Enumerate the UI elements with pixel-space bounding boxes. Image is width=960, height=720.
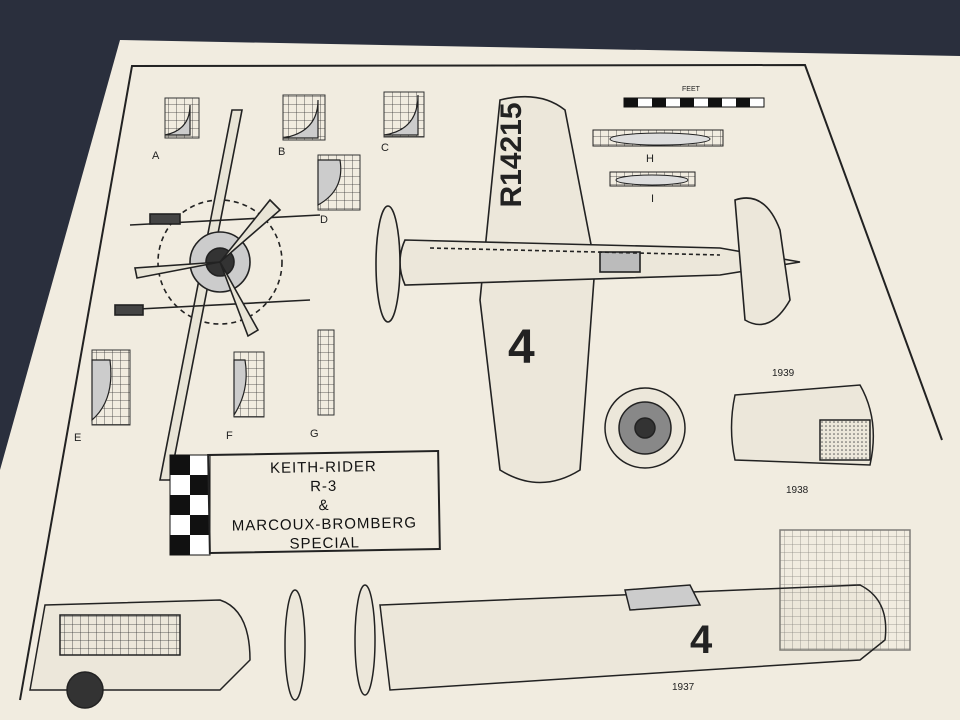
section-label-d: D bbox=[320, 214, 328, 226]
section-label-e: E bbox=[74, 432, 82, 444]
side-view-1937 bbox=[354, 529, 911, 696]
title-block: KEITH-RIDER R-3 & MARCOUX-BROMBERG SPECI… bbox=[207, 449, 441, 555]
year-label-1938: 1938 bbox=[786, 485, 809, 496]
section-label-a: A bbox=[152, 150, 160, 162]
section-label-g: G bbox=[310, 428, 319, 440]
wing-sections-h-i bbox=[592, 129, 724, 187]
race-number-plan: 4 bbox=[508, 321, 535, 374]
registration-number: R14215 bbox=[495, 102, 528, 208]
race-number-side: 4 bbox=[690, 618, 713, 662]
title-line-5: SPECIAL bbox=[289, 534, 361, 553]
plan-view bbox=[375, 95, 801, 484]
section-label-c: C bbox=[381, 142, 389, 154]
section-label-f: F bbox=[226, 430, 233, 442]
side-view-1938 bbox=[29, 589, 306, 709]
scale-label: FEET bbox=[682, 86, 700, 93]
section-label-b: B bbox=[278, 146, 286, 158]
year-label-1937: 1937 bbox=[672, 682, 695, 693]
drawing-border bbox=[19, 63, 943, 701]
front-view bbox=[114, 109, 321, 481]
year-label-1939: 1939 bbox=[772, 368, 795, 379]
section-label-i: I bbox=[651, 193, 655, 205]
section-label-h: H bbox=[646, 153, 654, 165]
engine-cowl-side-view bbox=[730, 384, 875, 466]
scale-bar bbox=[623, 97, 765, 108]
checker-flag bbox=[169, 454, 211, 556]
title-line-4: MARCOUX-BROMBERG bbox=[231, 514, 418, 535]
paper-sheet bbox=[0, 40, 960, 720]
engine-front-view bbox=[604, 387, 686, 469]
